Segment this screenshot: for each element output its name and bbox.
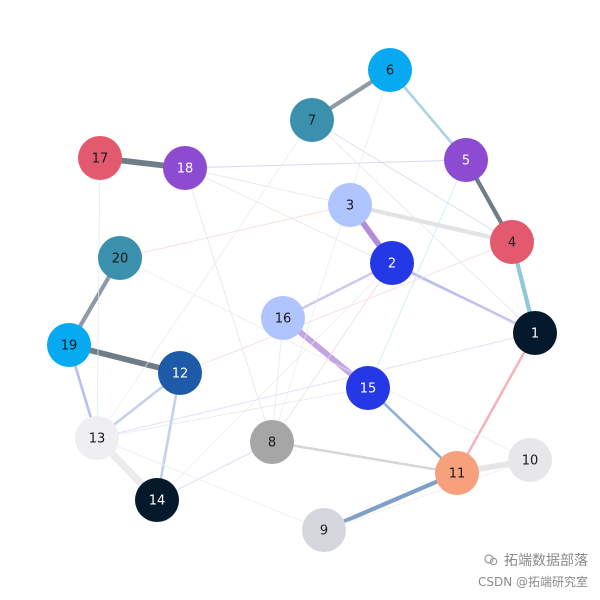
edge-15-5 — [367, 159, 467, 389]
node-19[interactable]: 19 — [47, 323, 91, 367]
node-circle-20[interactable] — [98, 236, 142, 280]
node-13[interactable]: 13 — [75, 416, 119, 460]
node-label-15: 15 — [360, 382, 377, 397]
edge-8-11 — [270, 440, 459, 475]
node-label-16: 16 — [275, 312, 292, 327]
node-label-5: 5 — [462, 154, 470, 169]
node-label-13: 13 — [89, 432, 106, 447]
node-circle-5[interactable] — [444, 138, 488, 182]
node-circle-12[interactable] — [158, 351, 202, 395]
node-label-10: 10 — [522, 454, 539, 469]
node-circle-11[interactable] — [435, 451, 479, 495]
node-label-1: 1 — [531, 327, 539, 342]
node-label-14: 14 — [149, 494, 166, 509]
node-circle-10[interactable] — [508, 438, 552, 482]
node-circle-13[interactable] — [75, 416, 119, 460]
node-8[interactable]: 8 — [250, 420, 294, 464]
node-circle-4[interactable] — [490, 220, 534, 264]
watermark-line1-text: 拓端数据部落 — [504, 553, 588, 569]
edge-7-1 — [311, 119, 536, 334]
node-3[interactable]: 3 — [328, 183, 372, 227]
node-label-2: 2 — [388, 257, 396, 272]
node-7[interactable]: 7 — [290, 98, 334, 142]
edge-9-13 — [96, 437, 325, 531]
edge-17-13 — [96, 157, 101, 439]
edge-3-4 — [347, 202, 515, 245]
node-circle-9[interactable] — [302, 508, 346, 552]
edge-9-10 — [323, 459, 531, 531]
node-label-8: 8 — [268, 436, 276, 451]
edge-7-13 — [96, 119, 313, 439]
node-label-17: 17 — [92, 152, 109, 167]
node-circle-14[interactable] — [135, 478, 179, 522]
node-label-20: 20 — [112, 252, 129, 267]
node-10[interactable]: 10 — [508, 438, 552, 482]
node-2[interactable]: 2 — [370, 241, 414, 285]
watermark-line2: CSDN @拓端研究室 — [477, 575, 588, 589]
edge-6-8 — [271, 69, 391, 443]
edge-14-2 — [156, 262, 393, 501]
edge-18-5 — [184, 159, 467, 169]
node-circle-3[interactable] — [328, 183, 372, 227]
edge-20-10 — [119, 257, 531, 461]
node-14[interactable]: 14 — [135, 478, 179, 522]
node-label-19: 19 — [61, 339, 78, 354]
edge-12-4 — [179, 241, 513, 374]
node-label-12: 12 — [172, 367, 189, 382]
edge-13-1 — [96, 332, 536, 439]
node-circle-15[interactable] — [346, 366, 390, 410]
node-circle-16[interactable] — [261, 296, 305, 340]
node-20[interactable]: 20 — [98, 236, 142, 280]
node-circle-7[interactable] — [290, 98, 334, 142]
node-15[interactable]: 15 — [346, 366, 390, 410]
node-4[interactable]: 4 — [490, 220, 534, 264]
node-circle-17[interactable] — [78, 136, 122, 180]
edge-20-3 — [119, 204, 351, 259]
node-label-18: 18 — [177, 162, 194, 177]
node-circle-2[interactable] — [370, 241, 414, 285]
node-circle-19[interactable] — [47, 323, 91, 367]
node-17[interactable]: 17 — [78, 136, 122, 180]
node-6[interactable]: 6 — [368, 48, 412, 92]
node-9[interactable]: 9 — [302, 508, 346, 552]
node-label-11: 11 — [449, 467, 466, 482]
node-label-4: 4 — [508, 236, 516, 251]
node-1[interactable]: 1 — [513, 311, 557, 355]
node-circle-6[interactable] — [368, 48, 412, 92]
watermark: 拓端数据部落 CSDN @拓端研究室 — [388, 550, 588, 590]
node-circle-1[interactable] — [513, 311, 557, 355]
edge-7-4 — [311, 119, 513, 243]
node-18[interactable]: 18 — [163, 146, 207, 190]
edge-8-2 — [271, 262, 393, 443]
node-label-3: 3 — [346, 199, 354, 214]
wechat-icon — [484, 554, 498, 566]
node-label-6: 6 — [386, 64, 394, 79]
edge-18-1 — [184, 167, 536, 334]
node-11[interactable]: 11 — [435, 451, 479, 495]
node-12[interactable]: 12 — [158, 351, 202, 395]
node-16[interactable]: 16 — [261, 296, 305, 340]
node-circle-8[interactable] — [250, 420, 294, 464]
edge-11-1 — [455, 331, 537, 475]
node-5[interactable]: 5 — [444, 138, 488, 182]
edge-18-8 — [184, 167, 273, 443]
edge-15-13 — [96, 387, 369, 439]
edge-11-9 — [321, 470, 460, 533]
edge-18-3 — [184, 167, 351, 206]
watermark-line1: 拓端数据部落 — [484, 550, 588, 570]
node-label-9: 9 — [320, 524, 328, 539]
node-circle-18[interactable] — [163, 146, 207, 190]
node-label-7: 7 — [308, 114, 316, 129]
